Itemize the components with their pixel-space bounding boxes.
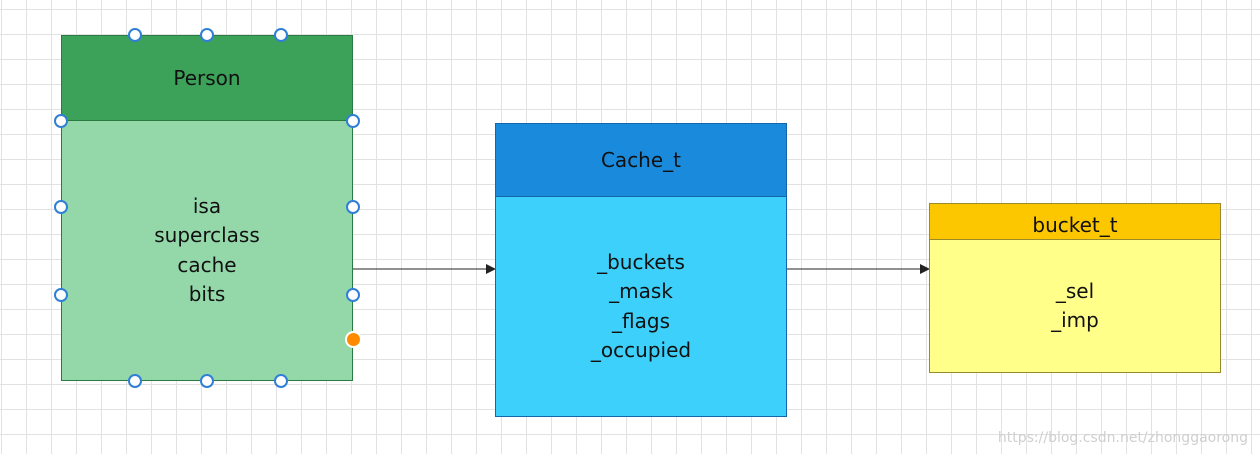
- cache-box-title: Cache_t: [495, 123, 787, 197]
- cache-field: _mask: [609, 279, 673, 303]
- person-box-title: Person: [61, 35, 353, 121]
- resize-handle-top-3[interactable]: [274, 28, 288, 42]
- resize-handle-right-3[interactable]: [346, 288, 360, 302]
- resize-handle-left-1[interactable]: [54, 114, 68, 128]
- cache-box-fields: _buckets _mask _flags _occupied: [495, 197, 787, 417]
- resize-handle-bottom-3[interactable]: [274, 374, 288, 388]
- person-field: cache: [177, 252, 237, 277]
- person-box-fields: isa superclass cache bits: [61, 121, 353, 381]
- person-box[interactable]: Person isa superclass cache bits: [61, 35, 353, 381]
- bucket-field: _imp: [1051, 308, 1099, 332]
- resize-handle-right-1[interactable]: [346, 114, 360, 128]
- cache-field: _flags: [612, 308, 670, 333]
- bucket-field: _sel: [1055, 278, 1095, 303]
- bucket-box-fields: _sel _imp: [929, 240, 1221, 373]
- connection-point-handle[interactable]: [345, 331, 362, 348]
- resize-handle-right-2[interactable]: [346, 200, 360, 214]
- resize-handle-left-3[interactable]: [54, 288, 68, 302]
- resize-handle-top-1[interactable]: [128, 28, 142, 42]
- resize-handle-bottom-1[interactable]: [128, 374, 142, 388]
- bucket-box[interactable]: bucket_t _sel _imp: [929, 203, 1221, 373]
- person-field: bits: [188, 282, 226, 306]
- watermark: https://blog.csdn.net/zhonggaorong: [997, 430, 1248, 446]
- cache-field: _buckets: [597, 249, 685, 274]
- cache-field: _occupied: [590, 338, 692, 362]
- resize-handle-bottom-2[interactable]: [200, 374, 214, 388]
- resize-handle-top-2[interactable]: [200, 28, 214, 42]
- cache-box[interactable]: Cache_t _buckets _mask _flags _occupied: [495, 123, 787, 417]
- resize-handle-left-2[interactable]: [54, 200, 68, 214]
- person-field: isa: [192, 193, 222, 218]
- person-field: superclass: [154, 223, 260, 247]
- bucket-box-title: bucket_t: [929, 203, 1221, 240]
